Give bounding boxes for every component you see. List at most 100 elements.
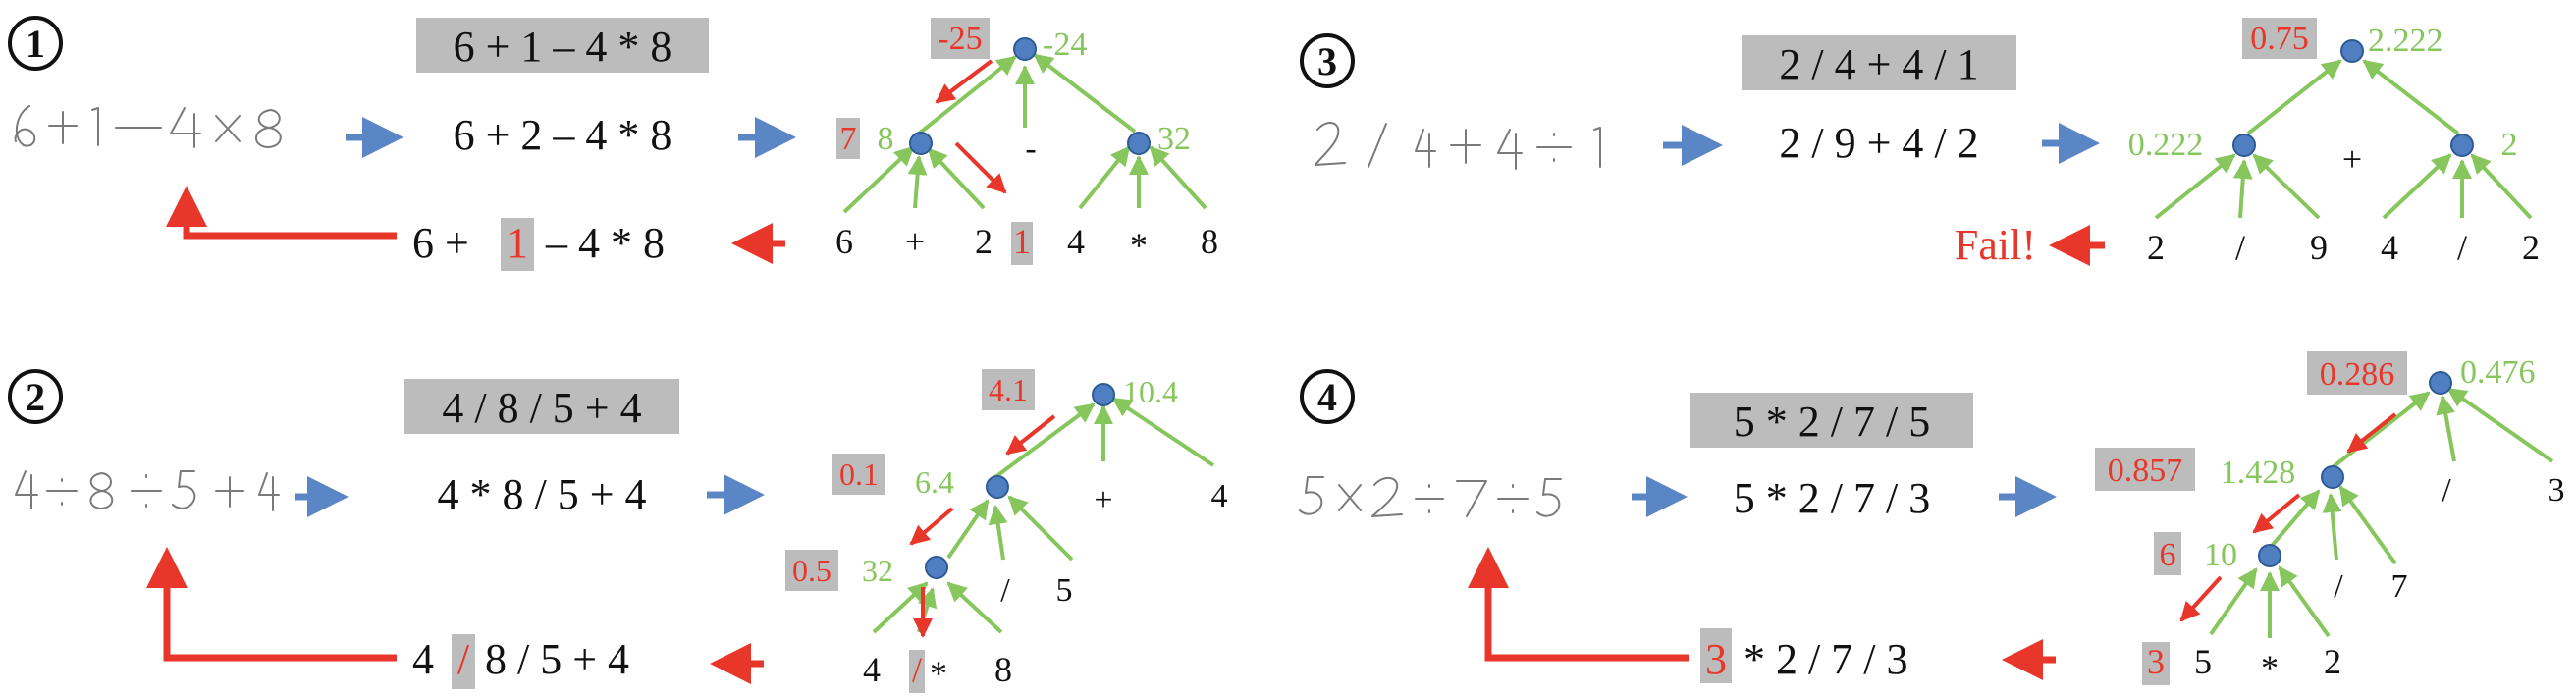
value-highlight <box>2154 532 2181 575</box>
tree-leaf: * <box>2261 648 2279 687</box>
tree-green-value: 0.222 <box>2128 127 2204 163</box>
tree-node-low <box>925 556 948 579</box>
tree-leaf: + <box>905 222 925 261</box>
tree-leaf: 2 <box>2147 228 2165 267</box>
tree-leaf-corrected: 1 <box>1013 222 1031 261</box>
value-highlight <box>836 118 860 159</box>
value-highlight <box>982 369 1035 410</box>
corrected-expression-suffix: 8 / 5 + 4 <box>485 635 629 683</box>
tree-node-right <box>2450 134 2474 157</box>
corrected-expression-suffix: * 2 / 7 / 3 <box>1744 635 1907 683</box>
value-highlight <box>832 454 886 495</box>
tree-leaf-corrected: / <box>912 650 922 689</box>
leaf-highlight <box>2142 642 2170 685</box>
tree-leaf: 2 <box>975 222 993 261</box>
handwritten-input-image <box>1299 476 1562 517</box>
tree-node-right <box>1127 132 1151 155</box>
leaf-highlight <box>909 650 925 693</box>
tree-operator-label: 5 <box>1056 572 1073 609</box>
arrow-back-to-input <box>166 186 397 240</box>
panel-number: 2 <box>26 375 45 419</box>
handwritten-input-image <box>1315 122 1601 170</box>
ground-truth-highlight <box>416 18 709 73</box>
expression-tree: 0.286 0.476 0.857 1.428 6 10 / 7 / 3 3 5… <box>2095 351 2565 687</box>
tree-green-value: 32 <box>862 553 893 588</box>
panel-number: 4 <box>1317 375 1337 419</box>
tree-red-value: -25 <box>938 21 982 57</box>
tree-operator-label: + <box>2342 139 2362 179</box>
corrected-token: / <box>457 635 470 683</box>
tree-leaf: / <box>2457 228 2467 267</box>
corrected-token-highlight <box>501 218 534 271</box>
tree-leaf: 8 <box>1201 222 1218 261</box>
value-highlight <box>2242 18 2317 59</box>
corrected-expression-prefix: 4 <box>412 635 434 683</box>
tree-leaf: / <box>2235 228 2245 267</box>
tree-green-value: 6.4 <box>915 464 954 500</box>
tree-green-value: 0.476 <box>2460 354 2536 391</box>
tree-operator-label: 3 <box>2549 472 2565 509</box>
panel-number-circle <box>1300 369 1355 424</box>
tree-red-value: 6 <box>2160 537 2176 573</box>
tree-node-left <box>909 132 933 155</box>
corrected-token-highlight <box>452 634 475 689</box>
tree-node-left <box>2232 134 2256 157</box>
tree-operator-label: + <box>1094 482 1112 518</box>
handwritten-input-image <box>14 105 282 148</box>
value-highlight <box>2307 351 2407 395</box>
ground-truth-expression: 6 + 1 – 4 * 8 <box>454 23 672 71</box>
tree-red-value: 0.75 <box>2250 21 2309 57</box>
tree-leaf: 2 <box>2324 642 2341 681</box>
tree-leaf: 4 <box>1067 222 1085 261</box>
panel-4: 4 5 * 2 / 7 / 5 5 * 2 / 7 / 3 3 * 2 / 7 … <box>1299 351 2565 687</box>
panel-number-circle <box>1300 33 1355 88</box>
value-highlight <box>931 18 990 59</box>
corrected-expression-prefix: 6 + <box>412 219 469 267</box>
tree-operator-label: 7 <box>2391 568 2408 605</box>
panel-number: 1 <box>26 22 45 66</box>
value-highlight <box>2095 448 2195 491</box>
tree-leaf: 9 <box>2310 228 2328 267</box>
panel-number-circle <box>8 16 63 71</box>
expression-tree: 4.1 10.4 0.1 6.4 0.5 32 / 5 + 4 4 / * 8 <box>785 369 1228 693</box>
tree-node-root <box>2429 371 2452 395</box>
tree-green-value: -24 <box>1043 27 1087 63</box>
predicted-expression: 4 * 8 / 5 + 4 <box>437 470 646 518</box>
expression-tree: 0.75 2.222 0.222 2 + 2 / 9 4 / 2 <box>2128 18 2540 267</box>
panel-number-circle <box>8 369 63 424</box>
tree-red-value: 7 <box>840 121 857 157</box>
corrected-expression-suffix: – 4 * 8 <box>545 219 665 267</box>
leaf-highlight <box>1011 222 1033 265</box>
tree-operator-label: - <box>1025 131 1036 167</box>
corrected-token-highlight <box>1700 628 1732 683</box>
tree-green-value: 1.428 <box>2221 455 2296 491</box>
ground-truth-expression: 5 * 2 / 7 / 5 <box>1734 398 1930 446</box>
tree-operator-label: / <box>1000 572 1010 609</box>
value-highlight <box>785 550 838 591</box>
tree-green-value: 2 <box>2501 127 2518 163</box>
tree-node-mid <box>986 475 1009 499</box>
tree-leaf: 4 <box>863 650 881 689</box>
tree-green-value: 8 <box>878 121 894 157</box>
tree-node-mid <box>2321 465 2344 489</box>
tree-green-value: 10.4 <box>1123 374 1178 409</box>
arrow-back-to-input <box>1468 547 1689 662</box>
ground-truth-highlight <box>1690 393 1973 448</box>
tree-red-value: 0.5 <box>792 553 832 588</box>
tree-node-low <box>2258 544 2281 567</box>
tree-leaf: * <box>930 654 947 693</box>
corrected-token: 1 <box>507 219 528 267</box>
tree-node-root <box>1092 383 1115 406</box>
predicted-expression: 2 / 9 + 4 / 2 <box>1779 119 1978 167</box>
expression-tree: -25 -24 7 8 32 - 6 + 2 1 4 * 8 <box>835 18 1218 265</box>
ground-truth-expression: 4 / 8 / 5 + 4 <box>442 384 641 432</box>
panel-number: 3 <box>1317 39 1337 83</box>
tree-green-value: 10 <box>2204 537 2237 573</box>
tree-green-value: 2.222 <box>2368 23 2443 59</box>
panel-3: 3 2 / 4 + 4 / 1 2 / 9 + 4 / 2 Fail! <box>1300 18 2540 269</box>
predicted-expression: 5 * 2 / 7 / 3 <box>1734 474 1930 522</box>
tree-operator-label: / <box>2442 472 2451 509</box>
tree-node-root <box>2340 39 2364 63</box>
arrow-back-to-input <box>146 547 397 662</box>
